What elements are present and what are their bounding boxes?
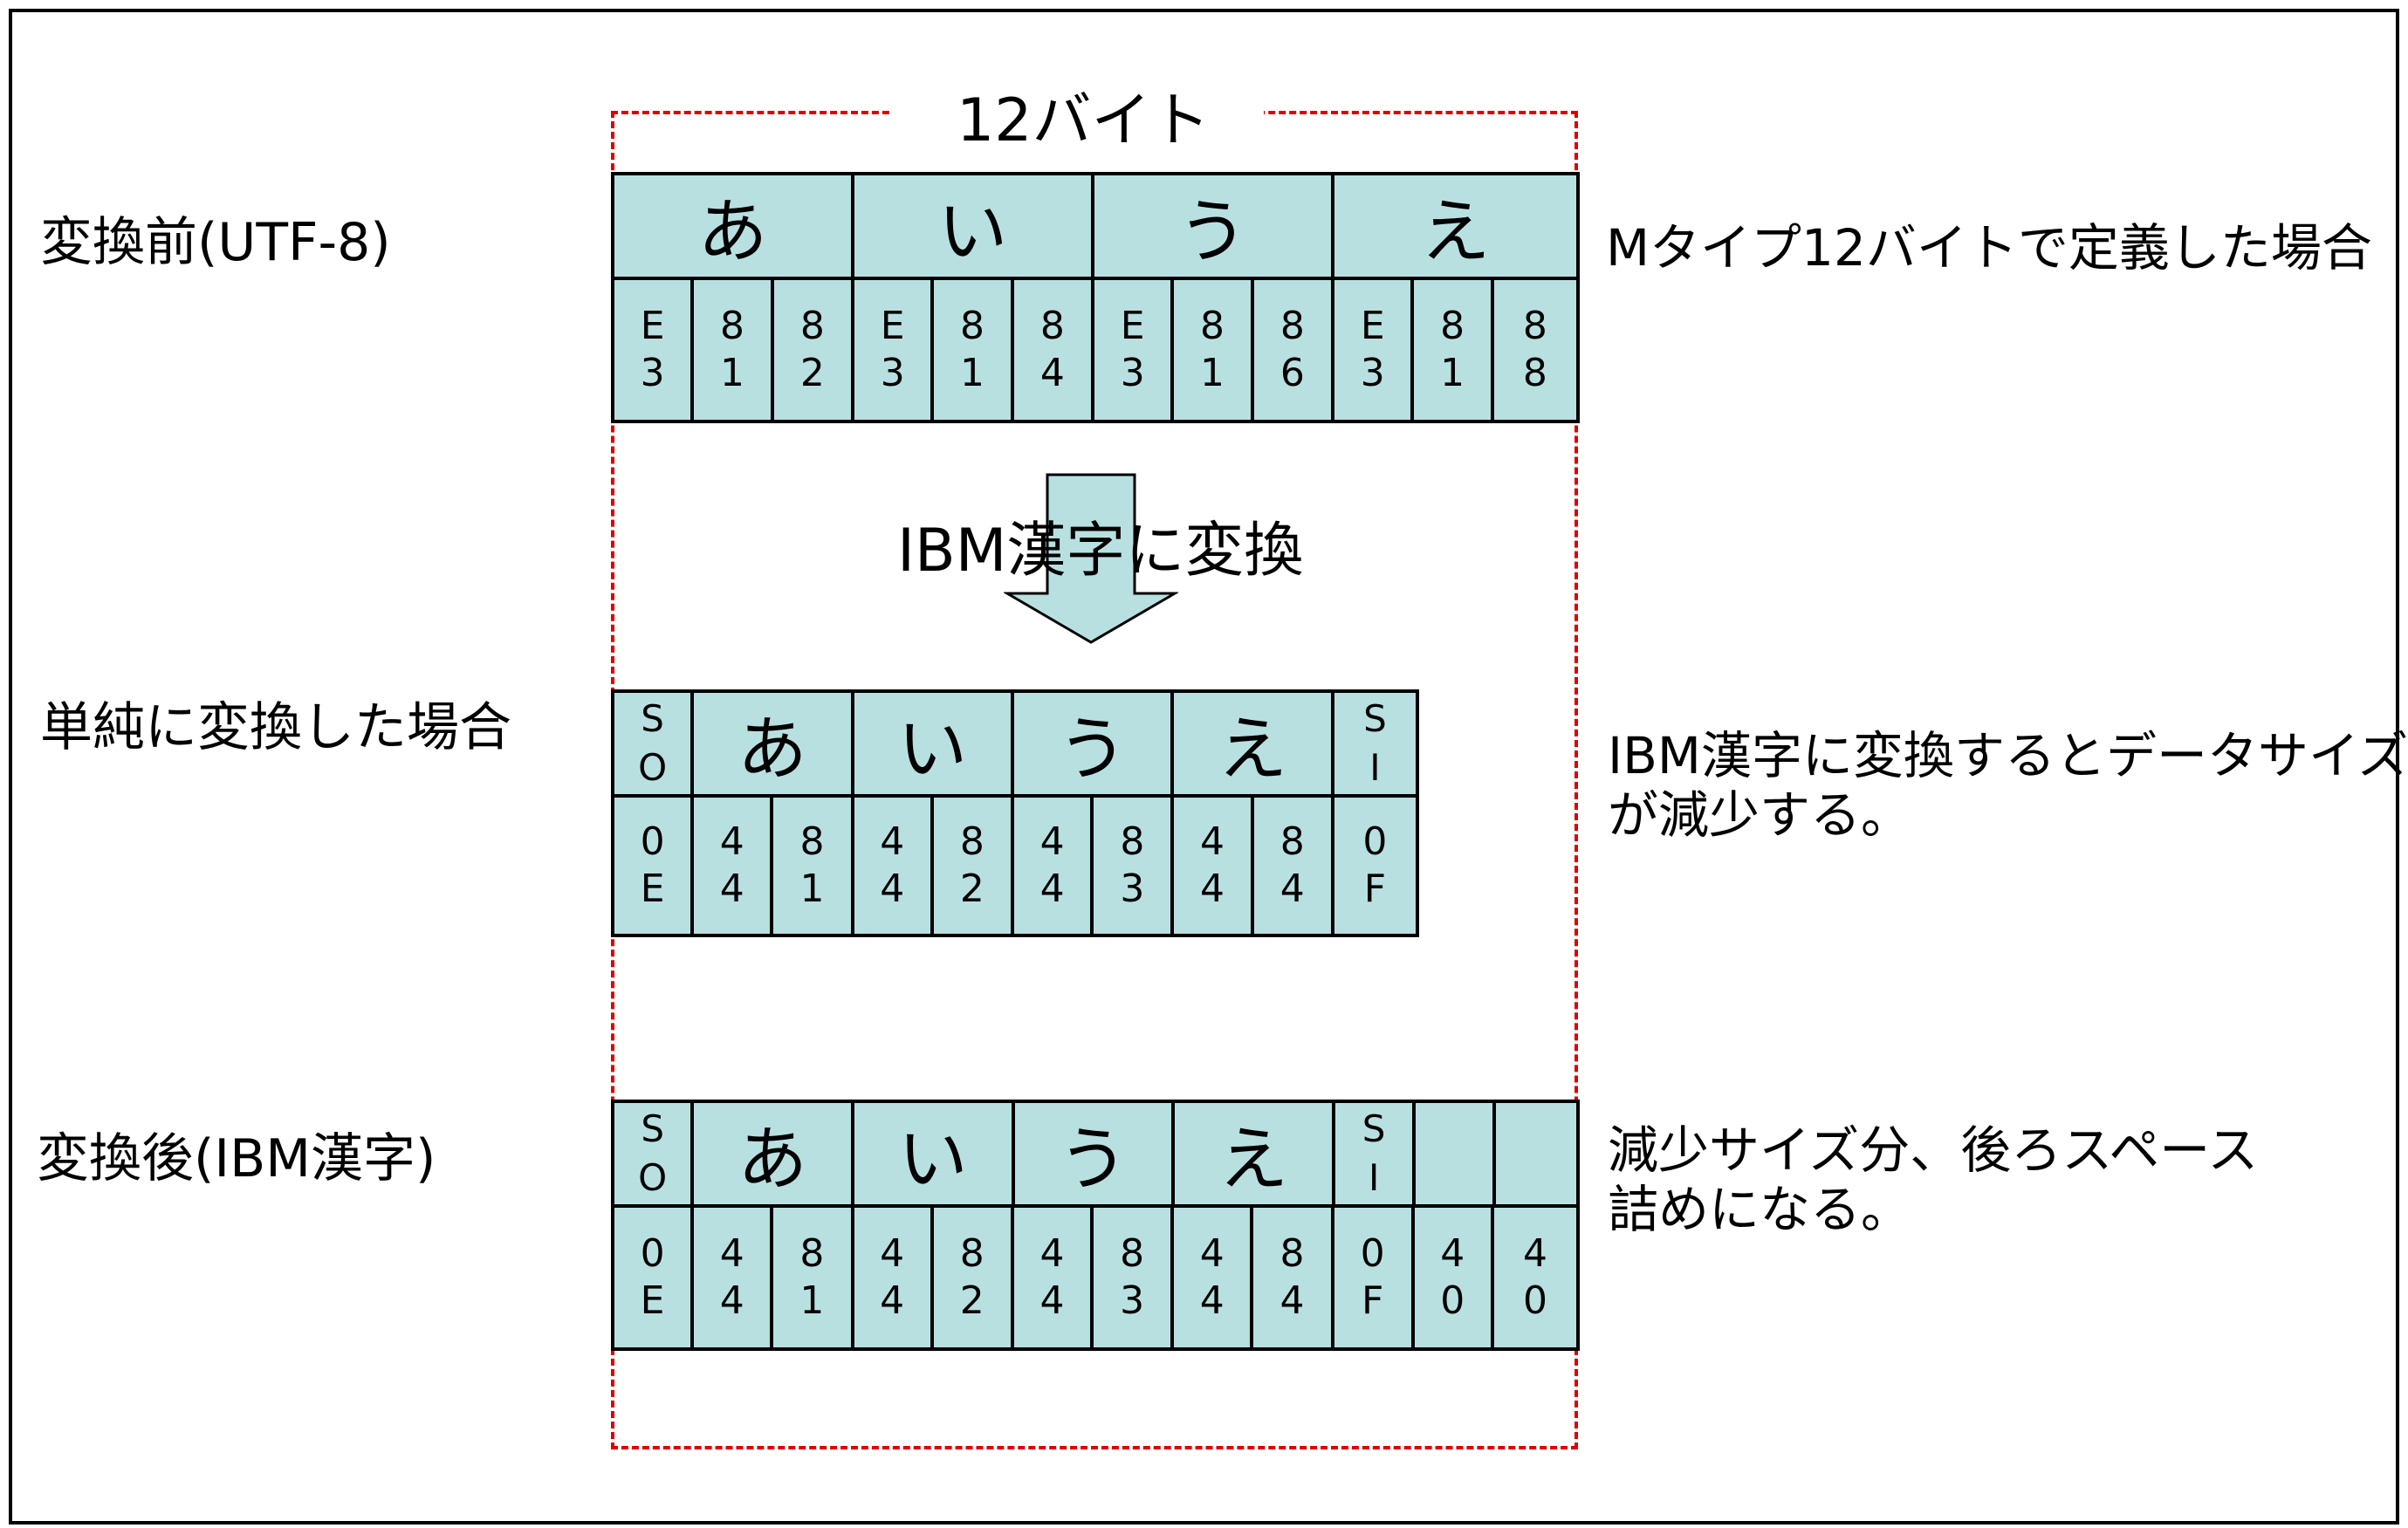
simple-char-e: え	[1174, 693, 1334, 794]
before-char-row: あ い う え	[611, 172, 1580, 280]
after-pad-space-1	[1416, 1103, 1496, 1204]
simple-char-a: あ	[694, 693, 854, 794]
before-char-u: う	[1094, 175, 1335, 277]
before-char-a: あ	[614, 175, 855, 277]
note-pad-line2: 詰めになる。	[1608, 1180, 1912, 1239]
after-char-i: い	[854, 1103, 1015, 1204]
label-simple: 単純に変換した場合	[40, 697, 511, 758]
diagram-title: 12バイト	[957, 86, 1211, 155]
convert-label: IBM漢字に変換	[897, 517, 1304, 586]
label-before: 変換前(UTF-8)	[40, 212, 391, 273]
label-after: 変換後(IBM漢字)	[37, 1128, 436, 1189]
simple-char-i: い	[854, 693, 1015, 794]
note-size-line1: IBM漢字に変換するとデータサイズ	[1608, 726, 2408, 785]
title-gap	[892, 102, 1264, 123]
simple-char-u: う	[1014, 693, 1175, 794]
after-char-u: う	[1015, 1103, 1176, 1204]
after-pad-space-2	[1496, 1103, 1576, 1204]
after-char-e: え	[1175, 1103, 1335, 1204]
note-m-type: Mタイプ12バイトで定義した場合	[1606, 218, 2372, 278]
down-arrow-icon	[1004, 473, 1178, 644]
note-pad-line1: 減少サイズ分、後ろスペース	[1608, 1120, 2259, 1180]
after-char-a: あ	[694, 1103, 854, 1204]
note-size-line2: が減少する。	[1608, 785, 1912, 845]
before-char-e: え	[1420, 191, 1491, 272]
before-char-i: い	[854, 175, 1095, 277]
